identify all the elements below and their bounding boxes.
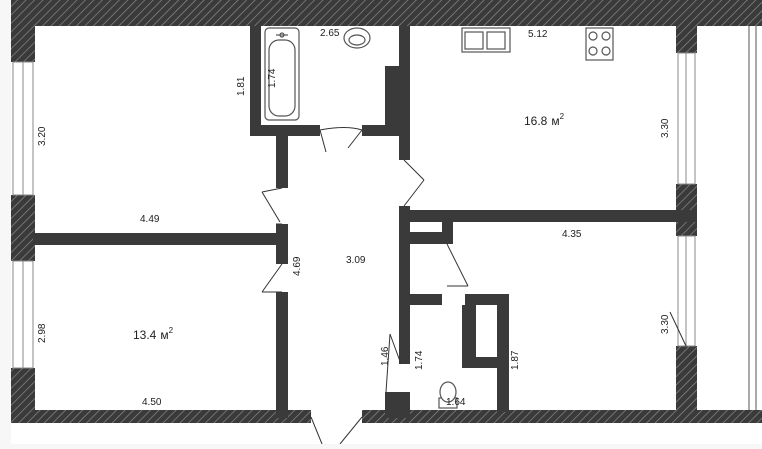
kitchen-sink-icon <box>461 27 511 53</box>
windows <box>12 52 696 369</box>
dim-toilet-width: 1.64 <box>446 397 466 408</box>
dim-right-room-width: 4.35 <box>562 229 582 240</box>
dim-bathroom-height: 1.81 <box>236 76 247 96</box>
dim-closet-height: 1.46 <box>380 346 391 366</box>
bathtub-icon <box>264 27 300 121</box>
dim-bedroom-lower-height: 2.98 <box>37 323 48 343</box>
dim-toilet-height: 1.74 <box>414 350 425 370</box>
dim-living-height: 3.30 <box>660 118 671 138</box>
dim-bedroom-upper-height: 3.20 <box>37 126 48 146</box>
door-right-room[interactable] <box>446 243 469 287</box>
door-closet[interactable] <box>385 333 402 393</box>
balcony <box>748 26 757 410</box>
door-bedroom-lower[interactable] <box>261 263 283 293</box>
dim-bedroom-lower-width: 4.50 <box>142 397 162 408</box>
doors <box>261 127 687 445</box>
exterior-walls <box>11 0 762 423</box>
door-bathroom[interactable] <box>319 127 363 153</box>
dim-bathtub-length: 1.74 <box>267 68 278 88</box>
door-entrance[interactable] <box>310 416 363 445</box>
dim-toilet-outer-height: 1.87 <box>510 350 521 370</box>
door-living-room[interactable] <box>403 159 425 207</box>
dim-hall-height: 4.69 <box>292 256 303 276</box>
sink-icon <box>343 27 371 49</box>
dimension-labels: 2.65 5.12 1.74 1.81 3.20 3.30 4.49 4.35 … <box>37 28 671 408</box>
dim-bathroom-width: 2.65 <box>320 28 340 39</box>
door-balcony[interactable] <box>669 311 687 347</box>
door-bedroom-upper[interactable] <box>261 187 283 225</box>
dim-hall-width: 3.09 <box>346 255 366 266</box>
stove-icon <box>585 27 614 61</box>
dim-kitchen-width: 5.12 <box>528 29 548 40</box>
dim-bedroom-upper-width: 4.49 <box>140 214 160 225</box>
dim-right-room-height: 3.30 <box>660 314 671 334</box>
interior-walls <box>33 26 697 418</box>
toilet-icon <box>438 381 458 409</box>
